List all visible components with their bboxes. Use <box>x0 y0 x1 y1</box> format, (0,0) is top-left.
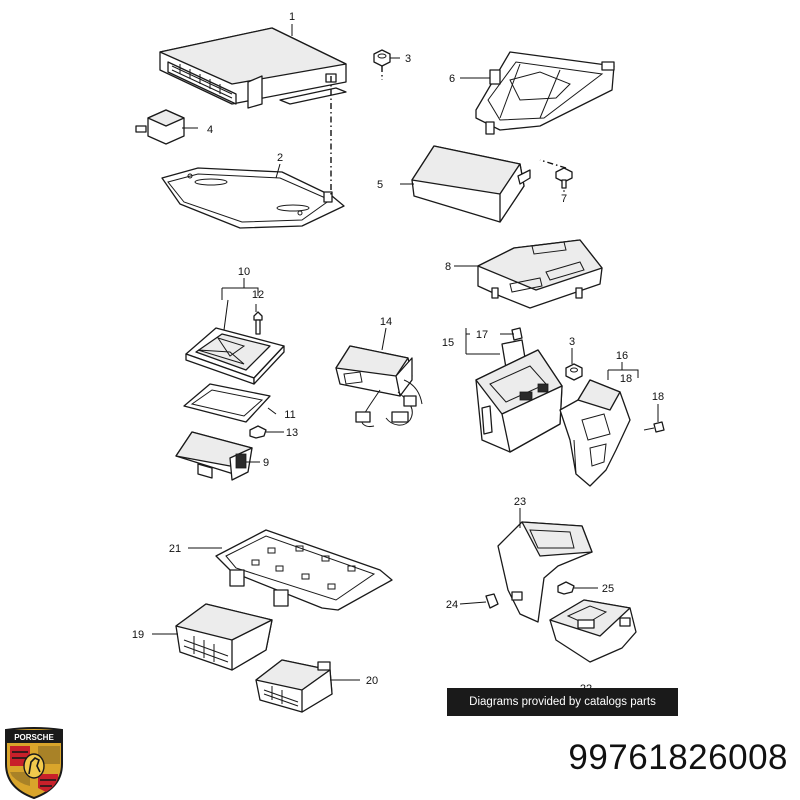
part-19-module <box>175 603 273 671</box>
callout-5: 5 <box>377 179 383 191</box>
callout-6: 6 <box>449 73 455 85</box>
porsche-crest-icon: PORSCHE <box>5 727 63 800</box>
callout-15: 15 <box>442 337 454 349</box>
part-2-mounting-plate <box>161 167 345 229</box>
callout-23: 23 <box>514 496 526 508</box>
part-13-nut <box>249 425 267 439</box>
part-5-module <box>411 145 531 223</box>
callout-10: 10 <box>238 266 250 278</box>
part-25-screw <box>557 581 575 595</box>
callout-4: 4 <box>207 124 213 136</box>
callout-20: 20 <box>366 675 378 687</box>
part-24-clip <box>485 593 499 609</box>
callout-25: 25 <box>602 583 614 595</box>
callout-13: 13 <box>286 427 298 439</box>
part-23-bracket <box>497 521 593 623</box>
callout-17: 17 <box>476 329 488 341</box>
part-8-module <box>477 239 603 309</box>
part-20-module <box>255 659 333 713</box>
part-10-cover <box>185 327 285 385</box>
part-number: 99761826008 <box>568 738 788 777</box>
crest-wordmark: PORSCHE <box>14 733 54 742</box>
callout-11: 11 <box>284 409 295 421</box>
part-1-control-unit <box>159 27 347 109</box>
callout-3-lower: 3 <box>569 336 575 348</box>
callout-18: 18 <box>652 391 664 403</box>
part-3-nut-lower <box>565 363 583 381</box>
part-9-housing <box>175 431 253 481</box>
part-6-carrier-frame <box>475 51 615 135</box>
callout-24: 24 <box>446 599 458 611</box>
credit-badge: Diagrams provided by catalogs parts <box>447 688 678 716</box>
credit-text: Diagrams provided by catalogs parts <box>469 696 656 708</box>
callout-16: 16 <box>616 350 628 362</box>
callout-12: 12 <box>252 289 264 301</box>
callout-18-bracket: 18 <box>620 373 632 385</box>
callout-8: 8 <box>445 261 451 273</box>
part-12-screw <box>253 311 263 335</box>
part-16-mount <box>559 379 631 487</box>
callout-labels: 1 2 3 4 5 6 7 8 9 10 11 12 13 14 15 16 1… <box>132 11 664 695</box>
callout-1: 1 <box>289 11 295 23</box>
part-14-module-harness <box>335 345 423 427</box>
callout-14: 14 <box>380 316 392 328</box>
leader-lines <box>152 24 659 681</box>
callout-3: 3 <box>405 53 411 65</box>
part-3-nut <box>373 49 391 80</box>
part-22-airbag-unit <box>549 599 637 663</box>
part-11-gasket <box>183 383 271 423</box>
callout-9: 9 <box>263 457 269 469</box>
callout-21: 21 <box>169 543 181 555</box>
part-21-base-plate <box>215 529 393 611</box>
part-4-bracket <box>135 109 185 145</box>
callout-19: 19 <box>132 629 144 641</box>
callout-2: 2 <box>277 152 283 164</box>
part-15-control-unit <box>475 349 563 453</box>
part-18-screw <box>643 421 665 433</box>
callout-7: 7 <box>561 193 567 205</box>
part-7-screw <box>539 159 573 189</box>
